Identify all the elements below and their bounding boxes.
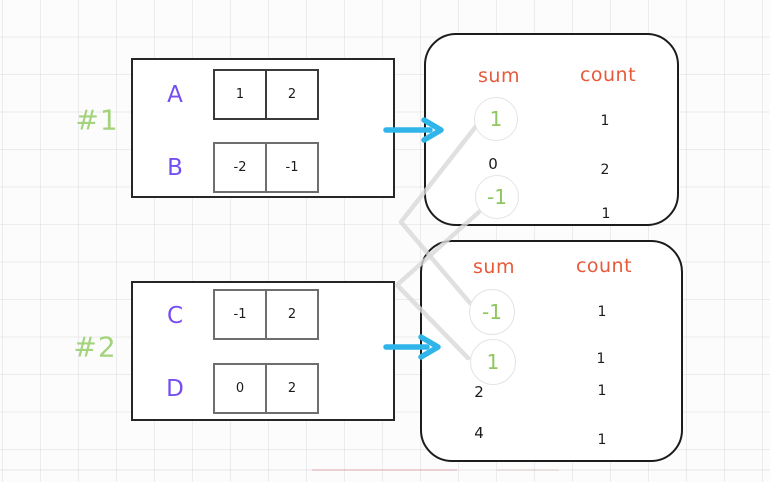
group1-box: A 1 2 B -2 -1 xyxy=(131,58,395,198)
group2-label: #2 xyxy=(73,330,117,364)
array-b-cells: -2 -1 xyxy=(213,142,319,193)
group2-box: C -1 2 D 0 2 xyxy=(131,281,395,421)
result1-row2-sum-circle: -1 xyxy=(475,175,519,219)
result2-row3-sum: 4 xyxy=(474,424,484,442)
result1-row0-count: 1 xyxy=(600,113,610,129)
array-a-cell-1: 2 xyxy=(287,87,297,102)
array-c-cells: -1 2 xyxy=(213,289,319,340)
result2-row0-count: 1 xyxy=(597,304,607,320)
paper-grid-line-pink2 xyxy=(497,469,559,471)
result-box-2: sum count 1 1 2 1 4 1 xyxy=(420,240,683,462)
array-a-cells: 1 2 xyxy=(213,69,319,120)
array-c-cell-0: -1 xyxy=(215,291,267,338)
result1-row1-count: 2 xyxy=(600,162,610,178)
paper-grid-line xyxy=(0,469,770,471)
sum-header-1: sum xyxy=(478,65,520,87)
count-header-2: count xyxy=(575,255,633,277)
array-d-cells: 0 2 xyxy=(213,363,319,414)
paper-grid-line-pink xyxy=(312,469,457,471)
array-b-cell-0: -2 xyxy=(215,144,267,191)
array-d-cell-0: 0 xyxy=(215,365,267,412)
result-box-1: sum count 1 0 2 1 xyxy=(424,33,679,226)
array-c-cell-1: 2 xyxy=(287,307,297,322)
array-c-label: C xyxy=(166,303,184,329)
result1-row1-sum: 0 xyxy=(488,155,498,173)
array-b-cell-1: -1 xyxy=(285,160,299,175)
result2-row3-count: 1 xyxy=(597,432,607,448)
result2-row0-sum-circle: -1 xyxy=(469,289,515,335)
array-b-label: B xyxy=(167,155,183,181)
array-a-label: A xyxy=(167,82,183,108)
sum-header-2: sum xyxy=(473,256,515,278)
result2-row2-count: 1 xyxy=(597,383,607,399)
result1-row2-count: 1 xyxy=(601,206,611,222)
group1-label: #1 xyxy=(75,103,119,137)
result2-row1-sum-circle: 1 xyxy=(470,339,516,385)
result2-row2-sum: 2 xyxy=(474,383,484,401)
result1-row0-sum-circle: 1 xyxy=(474,97,518,141)
count-header-1: count xyxy=(579,64,637,86)
array-a-cell-0: 1 xyxy=(215,71,267,118)
array-d-cell-1: 2 xyxy=(287,381,297,396)
result2-row1-count: 1 xyxy=(596,351,606,367)
array-d-label: D xyxy=(166,376,184,402)
